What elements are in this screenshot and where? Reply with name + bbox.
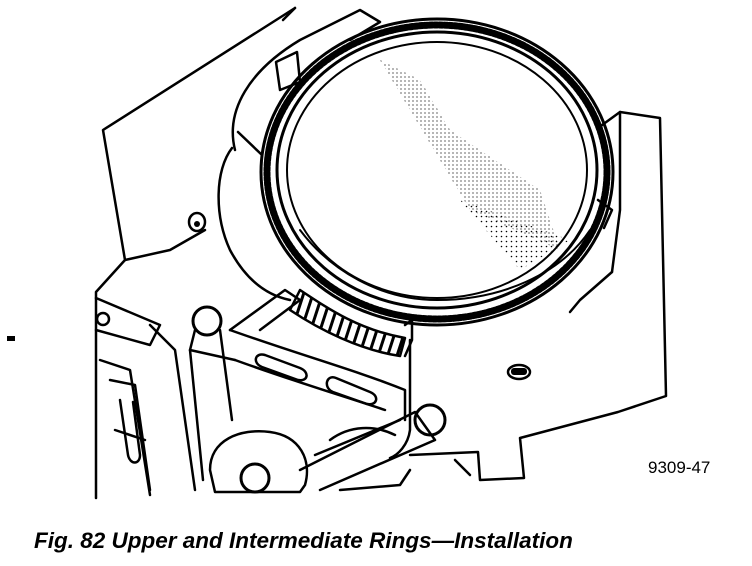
ring-expander-spring [288, 288, 414, 358]
housing-slot [506, 363, 532, 381]
pivot-cam [208, 430, 309, 494]
edge-mark [7, 336, 15, 341]
engine-block-outline [94, 6, 297, 500]
figure-caption: Fig. 82 Upper and Intermediate Rings—Ins… [34, 528, 573, 553]
tool-slot-2 [325, 376, 378, 406]
compressor-handle [188, 305, 237, 482]
piston-crown-shading [380, 60, 560, 250]
cylinder-housing-wall [217, 8, 382, 302]
figure-reference-code: 9309-47 [648, 458, 711, 477]
compressor-lever-left [94, 296, 197, 497]
piston-with-rings [259, 17, 615, 327]
link-arm [298, 403, 447, 492]
lower-bracket [328, 426, 472, 492]
bolt-hole [187, 211, 207, 233]
tool-slot-1 [254, 353, 308, 382]
